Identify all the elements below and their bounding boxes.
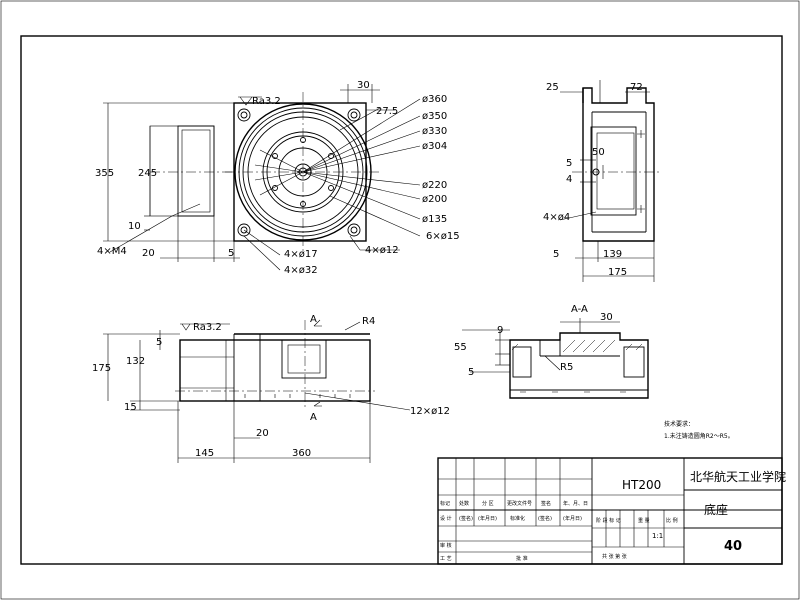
tb-label-stage: 阶 段 标 记 — [596, 517, 621, 524]
tb-label-mark: 标记 — [440, 500, 450, 507]
bottom-dim-132: 132 — [126, 356, 145, 367]
section-view-a-a: A-A 30 9 55 5 R5 — [454, 304, 649, 399]
bottom-view: Ra3.2 A A R4 5 175 132 15 20 145 360 12×… — [92, 314, 450, 463]
technical-notes: 技术要求： 1.未注铸造圆角R2～R5。 — [664, 420, 734, 440]
front-dim-20: 20 — [142, 248, 155, 259]
front-view: Ra3.2 30 27.5 355 245 10 20 5 4×M4 ø360 … — [95, 80, 460, 276]
title-scale: 1:1 — [652, 532, 663, 540]
section-title: A-A — [571, 304, 588, 315]
tb-label-date3: (年月日) — [563, 515, 582, 522]
section-dim-r5: R5 — [560, 362, 573, 373]
side-view: 25 72 5 50 4 4×ø4 5 139 175 — [543, 80, 662, 282]
bottom-dim-15: 15 — [124, 402, 137, 413]
side-dim-4: 4 — [566, 174, 572, 185]
front-dia-304: ø304 — [422, 141, 447, 152]
front-tap-4xm4: 4×M4 — [97, 246, 127, 257]
side-dim-175: 175 — [608, 267, 627, 278]
front-dim-27-5: 27.5 — [376, 106, 398, 117]
side-dim-50: 50 — [592, 147, 605, 158]
bottom-holes-12x12: 12×ø12 — [410, 406, 450, 417]
tb-label-review: 审 核 — [440, 542, 452, 549]
front-dia-200: ø200 — [422, 194, 447, 205]
bottom-section-mark-bottom: A — [310, 412, 317, 423]
section-dim-9: 9 — [497, 325, 503, 336]
tb-label-date2: (年月日) — [478, 515, 497, 522]
front-dia-135: ø135 — [422, 214, 447, 225]
front-dia-360: ø360 — [422, 94, 447, 105]
bottom-dim-145: 145 — [195, 448, 214, 459]
title-block: HT200 北华航天工业学院 底座 40 1:1 标记 处数 分 区 更改文件号… — [437, 457, 786, 565]
tb-label-sign3: (签名) — [538, 515, 552, 522]
front-dia-330: ø330 — [422, 126, 447, 137]
front-dim-30: 30 — [357, 80, 370, 91]
front-holes-4x17: 4×ø17 — [284, 249, 318, 260]
title-material: HT200 — [622, 478, 661, 492]
front-dia-350: ø350 — [422, 111, 447, 122]
tb-label-total: 共 张 第 张 — [602, 553, 627, 560]
tb-label-scale: 比 例 — [666, 517, 678, 524]
side-dim-5-top: 5 — [566, 158, 572, 169]
title-part-name: 底座 — [704, 502, 728, 517]
front-dim-355: 355 — [95, 168, 114, 179]
tb-label-process: 工 艺 — [440, 556, 452, 562]
tb-label-date: 年、月、日 — [563, 500, 588, 507]
tb-label-sign: 签名 — [541, 500, 551, 507]
front-roughness: Ra3.2 — [252, 96, 281, 107]
notes-heading: 技术要求： — [664, 420, 694, 428]
front-holes-6x15: 6×ø15 — [426, 231, 460, 242]
bottom-section-mark-top: A — [310, 314, 317, 325]
side-dim-25: 25 — [546, 82, 559, 93]
notes-line-1: 1.未注铸造圆角R2～R5。 — [664, 432, 734, 440]
section-dim-30: 30 — [600, 312, 613, 323]
bottom-dim-5: 5 — [156, 337, 162, 348]
bottom-roughness: Ra3.2 — [193, 322, 222, 333]
front-dia-220: ø220 — [422, 180, 447, 191]
tb-label-count: 处数 — [459, 500, 469, 507]
tb-label-zone: 分 区 — [482, 500, 494, 507]
tb-label-sign2: (签名) — [459, 515, 473, 522]
bottom-dim-360: 360 — [292, 448, 311, 459]
section-dim-5: 5 — [468, 367, 474, 378]
tb-label-doc: 更改文件号 — [507, 500, 532, 507]
side-holes-4x4: 4×ø4 — [543, 212, 570, 223]
front-holes-4x12: 4×ø12 — [365, 245, 399, 256]
tb-label-std: 标准化 — [510, 515, 525, 522]
front-dim-5: 5 — [228, 248, 234, 259]
side-dim-5-bottom: 5 — [553, 249, 559, 260]
side-dim-139: 139 — [603, 249, 622, 260]
title-number: 40 — [724, 539, 742, 554]
section-dim-55: 55 — [454, 342, 467, 353]
bottom-dim-175: 175 — [92, 363, 111, 374]
tb-label-design: 设 计 — [440, 515, 452, 522]
bottom-dim-r4: R4 — [362, 316, 375, 327]
front-dim-245: 245 — [138, 168, 157, 179]
tb-label-approve: 批 准 — [516, 555, 528, 562]
title-school: 北华航天工业学院 — [690, 469, 786, 484]
tb-label-weight: 重 量 — [638, 517, 650, 524]
bottom-dim-20: 20 — [256, 428, 269, 439]
front-dim-10: 10 — [128, 221, 141, 232]
side-dim-72: 72 — [630, 82, 643, 93]
front-holes-4x32: 4×ø32 — [284, 265, 318, 276]
